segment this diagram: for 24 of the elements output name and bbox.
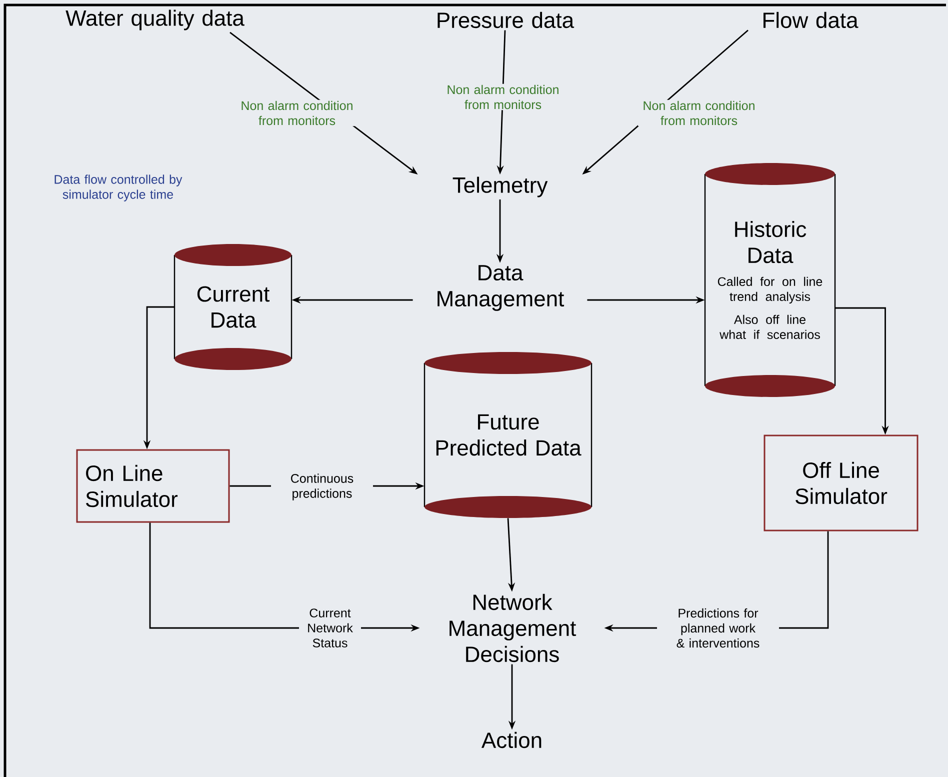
cylinder: Historic Data Called for on line trend analysis Also off line what if scenarios bbox=[704, 163, 836, 397]
edge-label: Predictions for planned work & interventions bbox=[657, 607, 779, 649]
data-label: Telemetry bbox=[452, 176, 548, 198]
data-label: Data Management bbox=[438, 265, 564, 311]
simulator-box: On Line Simulator bbox=[76, 449, 230, 523]
simulator-box: Off Line Simulator bbox=[764, 434, 918, 532]
data-label: Network Management Decisions bbox=[450, 594, 576, 662]
note: Data flow controlled by simulator cycle time bbox=[54, 174, 182, 202]
data-label: Water quality data bbox=[66, 10, 244, 30]
node-label: Historic Data bbox=[735, 220, 806, 264]
edge-label: Current Network Status bbox=[299, 608, 361, 648]
cylinder: Future Predicted Data bbox=[424, 352, 592, 518]
node-label: Called for on line trend analysis bbox=[718, 276, 822, 304]
data-label: Flow data bbox=[764, 12, 858, 28]
edge-label: Non alarm condition from monitors bbox=[638, 100, 760, 126]
node-label: Future Predicted Data bbox=[436, 414, 582, 456]
edge-label: Non alarm condition from monitors bbox=[442, 84, 564, 110]
data-label: Action bbox=[481, 732, 542, 748]
node-label: Also off line what if scenarios bbox=[720, 314, 820, 340]
node-label: Current Data bbox=[197, 286, 270, 328]
edge-label: Non alarm condition from monitors bbox=[236, 100, 358, 126]
edge-label: Continuous predictions bbox=[271, 472, 373, 502]
data-label: Pressure data bbox=[438, 12, 574, 28]
cylinder: Current Data bbox=[174, 244, 292, 370]
